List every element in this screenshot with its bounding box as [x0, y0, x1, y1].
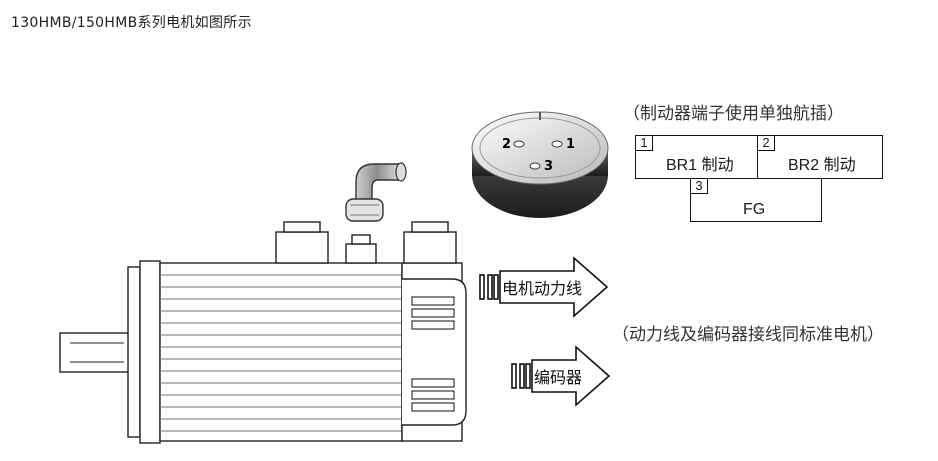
- pin-box-2: 2 BR2 制动: [757, 135, 883, 179]
- pin-hole-3: [529, 162, 541, 170]
- figure-caption: 130HMB/150HMB系列电机如图所示: [11, 15, 252, 31]
- encoder-socket: [403, 231, 457, 264]
- motor-body: [159, 262, 403, 442]
- pin-hole-1: [551, 140, 563, 148]
- connector-pin-label-3: 3: [544, 159, 553, 174]
- brake-connector-icon: 2 1 3: [471, 111, 609, 218]
- brake-socket: [345, 243, 377, 264]
- pin-label-2: BR2 制动: [788, 157, 856, 174]
- encoder-cable-label: 编码器: [534, 368, 582, 387]
- power-socket: [275, 231, 329, 264]
- pin-hole-2: [513, 140, 525, 148]
- connector-pin-label-1: 1: [566, 137, 575, 152]
- servo-motor-icon: [59, 221, 467, 444]
- motor-flange: [127, 266, 141, 438]
- pin-label-3: FG: [743, 201, 766, 218]
- pin-number-2: 2: [758, 136, 775, 151]
- power-cable-label: 电机动力线: [502, 279, 582, 298]
- pin-box-3: 3 FG: [690, 178, 822, 222]
- motor-shaft: [59, 332, 133, 373]
- elbow-connector-icon: [345, 162, 407, 222]
- pin-label-1: BR1 制动: [666, 157, 734, 174]
- brake-connector-note: （制动器端子使用单独航插）: [623, 104, 844, 124]
- encoder-cable-arrow: 编码器: [511, 345, 611, 407]
- pin-number-3: 3: [691, 179, 708, 194]
- cable-wiring-note: （动力线及编码器接线同标准电机）: [612, 325, 884, 345]
- pin-number-1: 1: [636, 136, 653, 151]
- power-cable-arrow: 电机动力线: [479, 256, 609, 318]
- pin-box-1: 1 BR1 制动: [635, 135, 767, 179]
- connector-pin-label-2: 2: [502, 137, 511, 152]
